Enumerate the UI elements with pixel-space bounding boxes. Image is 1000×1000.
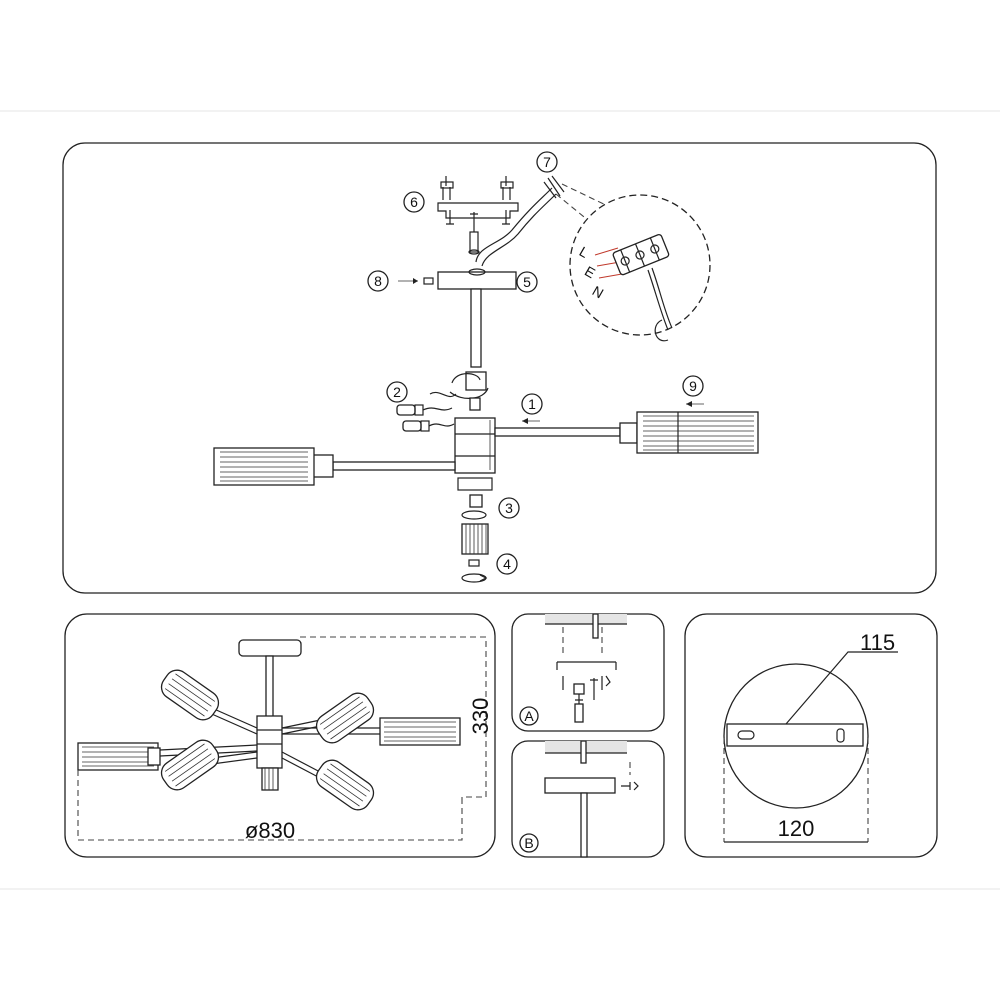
arrow-shade bbox=[686, 401, 704, 407]
canopy-plate bbox=[723, 663, 869, 809]
height-dimension: 330 bbox=[468, 698, 493, 735]
svg-text:7: 7 bbox=[543, 154, 551, 170]
bottom-shade bbox=[461, 523, 489, 583]
callout-5: 5 bbox=[516, 271, 538, 293]
coupling bbox=[449, 371, 489, 411]
dimension-lines bbox=[77, 636, 487, 841]
plate-leader bbox=[785, 651, 898, 725]
svg-text:A: A bbox=[524, 708, 534, 724]
left-arm bbox=[312, 454, 456, 478]
diameter-dimension: ø830 bbox=[245, 818, 295, 843]
callout-6: 6 bbox=[403, 191, 425, 213]
callout-3: 3 bbox=[498, 497, 520, 519]
bottom-socket bbox=[461, 494, 487, 520]
left-shade bbox=[213, 447, 315, 486]
light-bulbs bbox=[396, 391, 457, 432]
overall-fixture bbox=[77, 639, 461, 811]
down-rod bbox=[470, 288, 482, 368]
canopy-screw bbox=[398, 277, 434, 285]
diameter-dimension-line bbox=[723, 738, 869, 843]
svg-text:3: 3 bbox=[505, 500, 513, 516]
terminal-wires bbox=[543, 175, 565, 199]
svg-text:2: 2 bbox=[393, 384, 401, 400]
supply-cable-b bbox=[481, 193, 557, 267]
svg-text:4: 4 bbox=[503, 556, 511, 572]
arrow-right-arm bbox=[522, 418, 540, 424]
svg-text:6: 6 bbox=[410, 194, 418, 210]
label-b: B bbox=[519, 833, 539, 853]
wiring-detail bbox=[555, 183, 711, 342]
mount-b-illustration bbox=[544, 740, 639, 858]
canopy-diameter-dimension: 120 bbox=[778, 816, 815, 841]
mounting-bracket bbox=[437, 176, 519, 225]
svg-text:8: 8 bbox=[374, 273, 382, 289]
label-a: A bbox=[519, 706, 539, 726]
callout-9: 9 bbox=[682, 375, 704, 397]
svg-text:B: B bbox=[524, 835, 533, 851]
callout-8: 8 bbox=[367, 270, 389, 292]
mount-a-illustration bbox=[545, 613, 627, 723]
central-hub bbox=[454, 417, 496, 491]
callout-1: 1 bbox=[521, 393, 543, 415]
svg-text:5: 5 bbox=[523, 274, 531, 290]
ceiling-screw bbox=[468, 212, 480, 255]
assembly-panel bbox=[62, 142, 937, 594]
callout-4: 4 bbox=[496, 553, 518, 575]
right-shade bbox=[636, 411, 759, 454]
plate-width-dimension: 115 bbox=[860, 630, 895, 655]
svg-text:1: 1 bbox=[528, 396, 536, 412]
callout-7: 7 bbox=[536, 151, 558, 173]
callout-2: 2 bbox=[386, 381, 408, 403]
svg-text:9: 9 bbox=[689, 378, 697, 394]
supply-cable bbox=[475, 187, 553, 263]
